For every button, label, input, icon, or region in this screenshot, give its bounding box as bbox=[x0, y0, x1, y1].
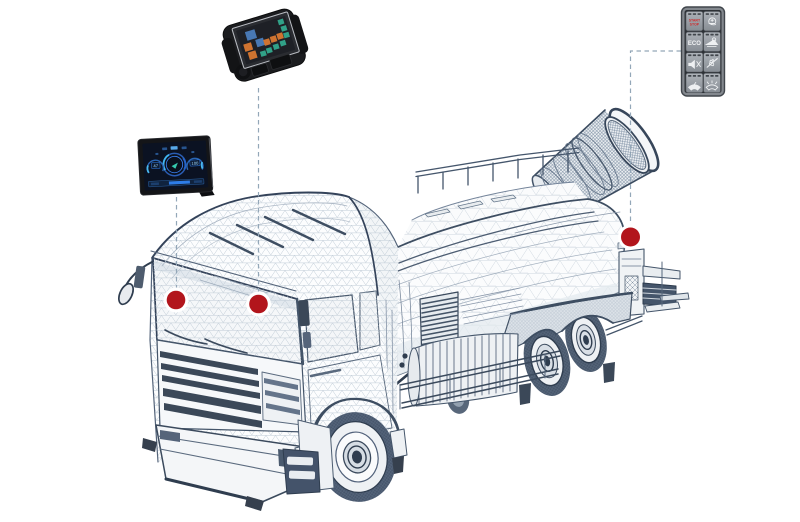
svg-text:47: 47 bbox=[153, 163, 159, 168]
svg-text:STOP: STOP bbox=[690, 22, 700, 26]
svg-text:ECO: ECO bbox=[688, 41, 701, 47]
svg-text:100: 100 bbox=[191, 160, 199, 165]
svg-text:START: START bbox=[689, 18, 701, 22]
